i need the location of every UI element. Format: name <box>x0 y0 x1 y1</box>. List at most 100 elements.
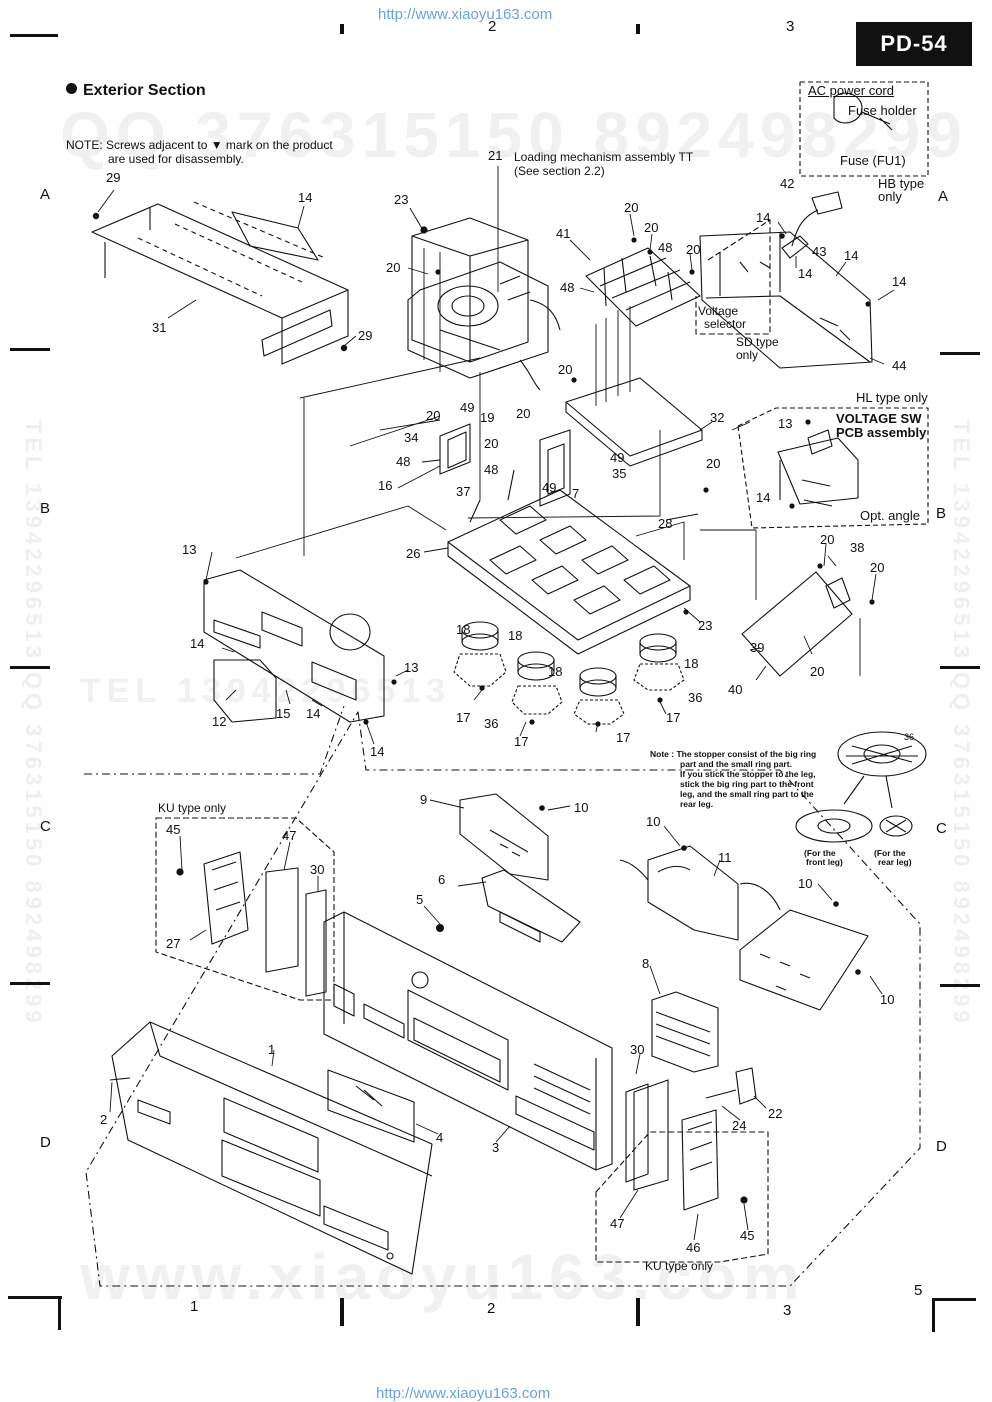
front-panel-section-outline <box>84 705 921 1287</box>
watermark-side-left: TEL 13942296513 QQ 376315150 892498299 <box>21 420 46 1027</box>
part-number: 14 <box>844 248 859 263</box>
part-number: 14 <box>190 636 205 651</box>
crop-mark <box>932 1298 935 1332</box>
part-number: 49 <box>542 480 557 495</box>
front-chassis <box>323 911 613 1171</box>
ku-type-bottom-label: KU type only <box>645 1259 714 1273</box>
model-badge: PD-54 <box>856 22 972 66</box>
front-panel <box>109 1021 433 1275</box>
part-number: 48 <box>484 462 499 477</box>
fuse-label: Fuse (FU1) <box>840 153 906 168</box>
part-number: 14 <box>370 744 385 759</box>
part-number: 8 <box>642 956 650 971</box>
part-number: 34 <box>404 430 419 445</box>
sd-type-label-1: SD type <box>736 335 779 349</box>
stopper-note-line4: stick the big ring part to the front <box>680 779 814 789</box>
part-number: 47 <box>282 828 297 843</box>
part-number: 46 <box>686 1240 701 1255</box>
part-number: 48 <box>560 280 575 295</box>
part-number: 20 <box>870 560 885 575</box>
part-number: 20 <box>644 220 659 235</box>
crop-mark <box>932 1298 976 1301</box>
part-number: 40 <box>728 682 743 697</box>
part-number: 23 <box>698 618 713 633</box>
grid-top-3: 3 <box>786 18 795 35</box>
part-number: 49 <box>610 450 625 465</box>
stopper-note-line6: rear leg. <box>680 799 714 809</box>
bonnet-cover <box>91 201 349 365</box>
part-number: 24 <box>732 1118 747 1133</box>
part-number: 17 <box>666 710 681 725</box>
part-number: 20 <box>516 406 531 421</box>
front-leg-label-1: (For the <box>804 848 836 858</box>
front-leg-label-2: front leg) <box>806 857 843 867</box>
transformer-brackets <box>439 423 571 507</box>
front-subpanel <box>203 569 385 723</box>
part-number: 36 <box>484 716 499 731</box>
crop-mark <box>10 982 50 985</box>
part-number: 14 <box>756 210 771 225</box>
power-cord <box>781 92 893 259</box>
stopper-rings <box>795 731 927 843</box>
loading-mechanism-label-2: (See section 2.2) <box>514 164 605 178</box>
part-number: 3 <box>492 1140 500 1155</box>
part-number: 17 <box>456 710 471 725</box>
crop-mark <box>10 666 50 669</box>
stopper-note-line3: If you stick the stopper to the leg, <box>680 769 816 779</box>
crop-mark <box>636 1298 640 1326</box>
watermark-side-right: TEL 13942296513 QQ 376315150 892498299 <box>949 420 974 1027</box>
part-number: 28 <box>658 516 673 531</box>
grid-bottom-1: 1 <box>190 1298 199 1315</box>
part-number: 37 <box>456 484 471 499</box>
part-number: 19 <box>480 410 495 425</box>
part-number: 20 <box>706 456 721 471</box>
stopper-note-line1: Note : The stopper consist of the big ri… <box>650 749 817 759</box>
rear-panel <box>699 231 873 369</box>
part-number: 10 <box>880 992 895 1007</box>
fuse-holder-label: Fuse holder <box>848 103 917 118</box>
disassembly-note-line2: are used for disassembly. <box>108 152 244 166</box>
part-number: 48 <box>658 240 673 255</box>
source-url-bottom[interactable]: http://www.xiaoyu163.com <box>376 1385 551 1402</box>
ku-type-top-label: KU type only <box>158 801 227 815</box>
crop-mark <box>340 1298 344 1326</box>
part-number: 45 <box>740 1228 755 1243</box>
grid-bottom-2: 2 <box>487 1300 496 1317</box>
part-number: 6 <box>438 872 446 887</box>
part-number: 13 <box>778 416 793 431</box>
part-number: 10 <box>646 814 661 829</box>
grid-right-c: C <box>936 820 947 837</box>
source-url-top[interactable]: http://www.xiaoyu163.com <box>378 6 553 23</box>
part-number: 45 <box>166 822 181 837</box>
part-number: 27 <box>166 936 181 951</box>
part-number: 16 <box>378 478 393 493</box>
part-number: 42 <box>780 176 795 191</box>
part-number: 14 <box>798 266 813 281</box>
part-number: 41 <box>556 226 571 241</box>
part-number: 20 <box>624 200 639 215</box>
grid-top-2: 2 <box>488 18 497 35</box>
crop-mark <box>58 1296 61 1330</box>
part-number: 5 <box>416 892 424 907</box>
part-number: 13 <box>182 542 197 557</box>
voltage-selector-label-2: selector <box>704 317 747 331</box>
grid-right-a: A <box>938 188 949 205</box>
part-number: 20 <box>386 260 401 275</box>
rear-leg-label-1: (For the <box>874 848 906 858</box>
part-number: 35 <box>612 466 627 481</box>
part-number: 14 <box>298 190 313 205</box>
part-number: 20 <box>426 408 441 423</box>
page-number: 5 <box>914 1282 923 1299</box>
ku-type-box-top <box>155 817 335 1001</box>
part-number: 39 <box>750 640 765 655</box>
crop-mark <box>340 24 344 34</box>
grid-bottom-3: 3 <box>783 1302 792 1319</box>
grid-left-a: A <box>40 186 51 203</box>
part-number: 14 <box>892 274 907 289</box>
crop-mark <box>636 24 640 34</box>
crop-mark <box>10 348 50 351</box>
part-number: 36 <box>904 732 915 742</box>
part-number: 13 <box>404 660 419 675</box>
bullet-icon <box>66 83 77 94</box>
